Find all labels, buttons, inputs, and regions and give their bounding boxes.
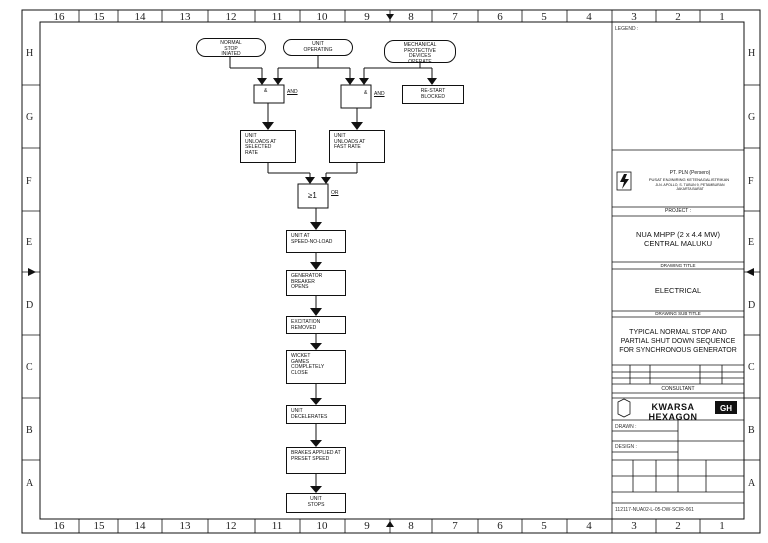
row-label: E — [26, 237, 33, 248]
node-brakes-applied: BRAKES APPLIED AT PRESET SPEED — [286, 447, 346, 474]
node-unit-stops: UNIT STOPS — [286, 493, 346, 513]
col-label: 13 — [179, 11, 191, 23]
row-label: E — [748, 237, 755, 248]
node-unit-decelerates: UNIT DECELERATES — [286, 405, 346, 424]
col-label: 2 — [675, 11, 681, 23]
col-label: 10 — [316, 520, 328, 532]
col-label: 11 — [271, 520, 283, 532]
and-gate-right-symbol: & — [364, 90, 368, 96]
row-label: G — [26, 112, 34, 123]
node-mechanical-protective-devices: MECHANICAL PROTECTIVE DEVICES OPERATE — [384, 40, 456, 64]
node-normal-stop-initiated: NORMAL STOP INIATED — [196, 38, 266, 57]
col-label: 13 — [179, 520, 191, 532]
row-label: D — [26, 300, 34, 311]
col-label: 3 — [631, 520, 637, 532]
col-label: 8 — [408, 520, 414, 532]
design-label: DESIGN : — [615, 444, 637, 450]
project-name: NUA MHPP (2 x 4.4 MW) CENTRAL MALUKU — [635, 230, 721, 248]
row-label: B — [748, 425, 755, 436]
col-label: 16 — [53, 520, 65, 532]
col-label: 4 — [586, 11, 592, 23]
col-label: 12 — [225, 520, 237, 532]
drawn-label: DRAWN : — [615, 424, 637, 430]
drawing-subtitle-label: DRAWING SUB TITLE — [655, 311, 701, 316]
col-label: 3 — [631, 11, 637, 23]
col-label: 6 — [497, 520, 503, 532]
drawing-number: 112117-NUA02-L-05-DW-SCIR-061 — [615, 507, 694, 513]
row-label: B — [26, 425, 33, 436]
col-label: 1 — [719, 520, 725, 532]
and-gate-left-symbol: & — [264, 88, 268, 94]
col-label: 9 — [364, 520, 370, 532]
col-label: 10 — [316, 11, 328, 23]
node-unloads-fast-rate: UNIT UNLOADS AT FAST RATE — [329, 130, 385, 163]
drawing-title: ELECTRICAL — [654, 286, 702, 295]
and-gate-left-label: AND — [287, 89, 298, 95]
col-label: 14 — [134, 520, 146, 532]
row-label: F — [748, 176, 754, 187]
col-label: 8 — [408, 11, 414, 23]
col-label: 4 — [586, 520, 592, 532]
col-label: 16 — [53, 11, 65, 23]
col-label: 7 — [452, 11, 458, 23]
row-label: D — [748, 300, 756, 311]
consultant-name: KWARSA HEXAGON — [648, 402, 698, 422]
node-unit-operating: UNIT OPERATING — [283, 39, 353, 56]
legend-label: LEGEND : — [615, 26, 639, 32]
svg-text:GH: GH — [720, 404, 732, 413]
row-label: A — [748, 478, 756, 489]
or-gate — [297, 183, 329, 209]
col-label: 2 — [675, 520, 681, 532]
col-label: 14 — [134, 11, 146, 23]
row-label: C — [748, 362, 755, 373]
drawing-title-label: DRAWING TITLE — [660, 263, 696, 268]
and-gate-left — [253, 84, 285, 104]
row-label: G — [748, 112, 756, 123]
node-wicket-gates-close: WICKET GAMES COMPLETELY CLOSE — [286, 350, 346, 384]
col-label: 12 — [225, 11, 237, 23]
node-excitation-removed: EXCITATION REMOVED — [286, 316, 346, 334]
pln-logo — [616, 171, 632, 191]
node-restart-blocked: RE-START BLOCKED — [402, 85, 464, 104]
row-label: C — [26, 362, 33, 373]
col-label: 15 — [93, 11, 105, 23]
col-label: 6 — [497, 11, 503, 23]
node-speed-no-load: UNIT AT SPEED-NO-LOAD — [286, 230, 346, 253]
and-gate-right-label: AND — [374, 91, 385, 97]
node-unloads-selected-rate: UNIT UNLOADS AT SELECTED RATE — [240, 130, 296, 163]
consultant-label: CONSULTANT — [661, 386, 695, 392]
row-label: A — [26, 478, 34, 489]
row-label: F — [26, 176, 32, 187]
project-label: PROJECT : — [664, 208, 692, 214]
col-label: 15 — [93, 520, 105, 532]
kwarsa-logo-icon: GH — [617, 398, 737, 418]
company-subtitle: PUSAT ENJINIRING KETENAGALISTRIKAN — [648, 177, 730, 182]
col-label: 5 — [541, 11, 547, 23]
row-label: H — [26, 48, 34, 59]
company-name: PT. PLN (Persero) — [669, 170, 711, 176]
drawing-subtitle: TYPICAL NORMAL STOP AND PARTIAL SHUT DOW… — [619, 329, 737, 354]
or-gate-label: OR — [331, 190, 339, 196]
col-label: 1 — [719, 11, 725, 23]
company-address: JLN. APOLLO, S. TUBUN 9, PETAMBURAN JAKA… — [655, 183, 725, 191]
node-breaker-opens: GENERATOR BREAKER OPENS — [286, 270, 346, 296]
col-label: 7 — [452, 520, 458, 532]
or-gate-symbol: ≥1 — [308, 191, 317, 200]
row-label: H — [748, 48, 756, 59]
col-label: 9 — [364, 11, 370, 23]
col-label: 5 — [541, 520, 547, 532]
and-gate-right — [340, 84, 372, 109]
col-label: 11 — [271, 11, 283, 23]
